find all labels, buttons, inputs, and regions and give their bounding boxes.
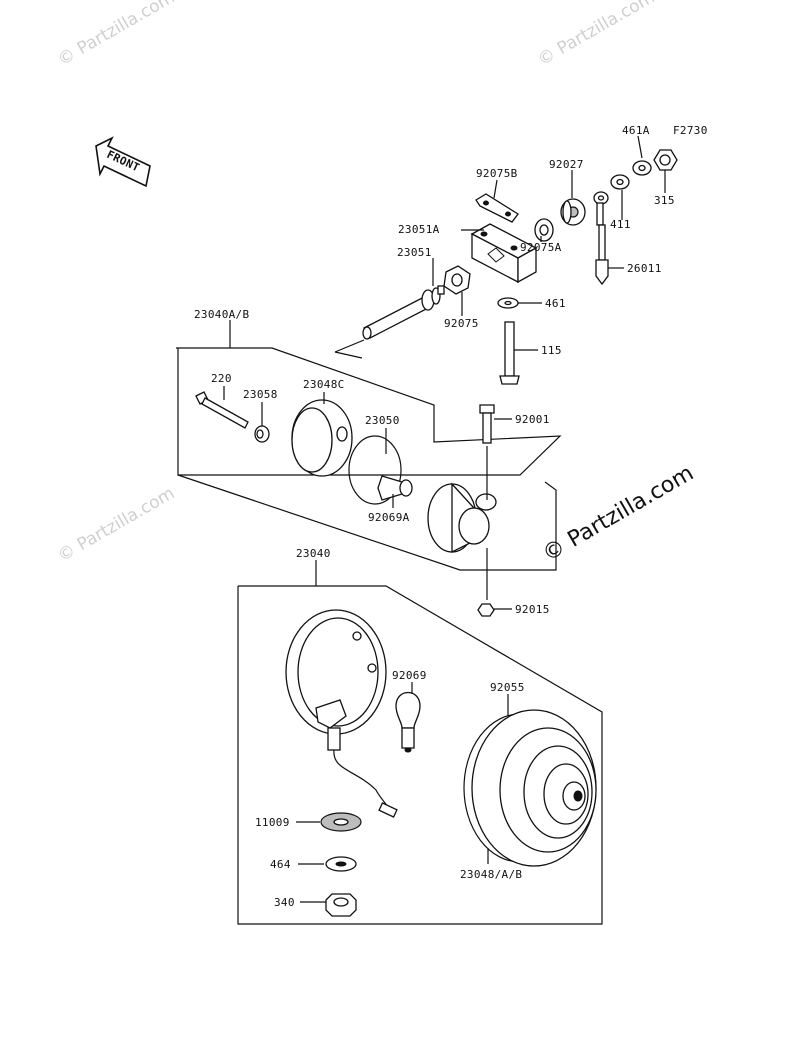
label-92075: 92075 — [444, 317, 479, 330]
svg-text:© Partzilla.com: © Partzilla.com — [55, 483, 179, 566]
label-92027: 92027 — [549, 158, 584, 171]
label-340: 340 — [274, 896, 295, 909]
label-92069A: 92069A — [368, 511, 410, 524]
box-23040AB-outline — [176, 347, 562, 476]
label-461A: 461A — [622, 124, 650, 137]
part-92069-bulb — [395, 691, 421, 753]
part-eye-terminal — [593, 191, 609, 226]
svg-text:© Partzilla.com: © Partzilla.com — [55, 0, 179, 70]
part-92075-rubber — [443, 265, 471, 295]
label-23050: 23050 — [365, 414, 400, 427]
part-411-washer — [610, 174, 630, 190]
leader-lines — [223, 135, 666, 903]
label-23051A: 23051A — [398, 223, 440, 236]
label-23048C: 23048C — [303, 378, 345, 391]
part-23051-stay — [362, 285, 445, 340]
label-23048AB: 23048/A/B — [460, 868, 522, 881]
svg-text:© Partzilla.com: © Partzilla.com — [539, 461, 699, 568]
part-23050-ring — [348, 435, 402, 505]
part-pilot-lamp-housing — [427, 482, 497, 554]
label-92015: 92015 — [515, 603, 550, 616]
part-92001-bolt — [479, 404, 495, 444]
label-23040: 23040 — [296, 547, 331, 560]
part-92015-nut — [477, 603, 495, 617]
label-464: 464 — [270, 858, 291, 871]
part-23058-nut — [254, 425, 270, 443]
label-92069: 92069 — [392, 669, 427, 682]
part-23040-housing — [285, 609, 398, 818]
label-23058: 23058 — [243, 388, 278, 401]
part-461-washer — [497, 297, 519, 309]
watermark-large: © Partzilla.com — [539, 461, 699, 568]
label-92055: 92055 — [490, 681, 525, 694]
part-23048C-cover — [291, 399, 353, 477]
label-411: 411 — [610, 218, 631, 231]
label-26011: 26011 — [627, 262, 662, 275]
label-11009: 11009 — [255, 816, 290, 829]
part-92027-grommet — [560, 198, 586, 226]
label-115: 115 — [541, 344, 562, 357]
label-92001: 92001 — [515, 413, 550, 426]
part-23051A-bracket — [470, 223, 538, 284]
label-92075A: 92075A — [520, 241, 562, 254]
part-464-lockwasher — [325, 856, 357, 872]
label-315: 315 — [654, 194, 675, 207]
part-92075A-grommet — [534, 218, 554, 242]
watermark-mid-left: © Partzilla.com — [55, 483, 179, 566]
part-92069A-bulb — [377, 475, 413, 501]
label-220: 220 — [211, 372, 232, 385]
watermark-top-right: © Partzilla.com — [535, 0, 659, 70]
label-23040AB: 23040A/B — [194, 308, 249, 321]
label-23051: 23051 — [397, 246, 432, 259]
part-92075B-plate — [475, 193, 519, 223]
part-315-nut — [653, 149, 678, 171]
front-arrow-icon: FRONT — [95, 136, 151, 188]
watermark-top-left: © Partzilla.com — [55, 0, 179, 70]
part-26011-bolt — [595, 224, 609, 286]
label-92075B: 92075B — [476, 167, 518, 180]
part-461A-washer — [632, 160, 652, 176]
part-115-bolt — [499, 321, 520, 385]
part-340-nut — [325, 893, 357, 917]
box-23040-outline — [237, 585, 603, 925]
figure-code: F2730 — [673, 124, 708, 137]
part-220-screw — [195, 391, 249, 429]
part-11009-washer — [320, 812, 362, 832]
svg-text:© Partzilla.com: © Partzilla.com — [535, 0, 659, 70]
label-461: 461 — [545, 297, 566, 310]
part-23048-lens — [471, 709, 597, 867]
